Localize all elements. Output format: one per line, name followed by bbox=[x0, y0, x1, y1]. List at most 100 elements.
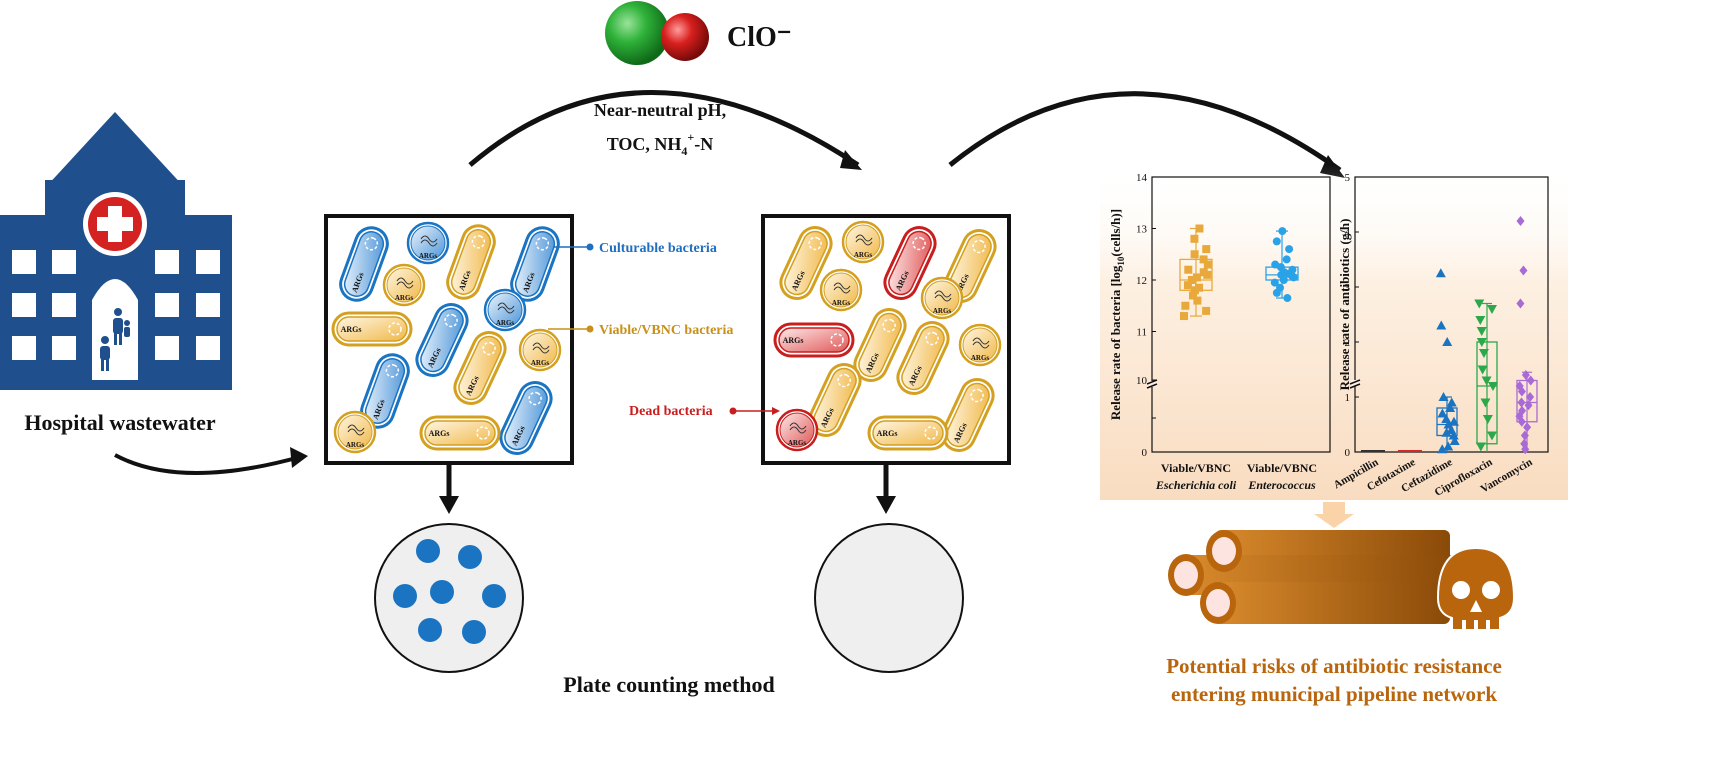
data-point bbox=[1199, 255, 1208, 264]
viable-coccus: ARGs bbox=[958, 323, 1002, 367]
dead-pointer-dot bbox=[729, 407, 737, 415]
treatment-arrow-head bbox=[840, 150, 862, 170]
plot-frame bbox=[1151, 176, 1331, 453]
viable-coccus: ARGs bbox=[333, 410, 377, 454]
args-label: ARGs bbox=[346, 441, 365, 449]
data-point bbox=[1446, 397, 1457, 407]
data-point bbox=[1278, 227, 1287, 236]
args-label: ARGs bbox=[877, 429, 898, 438]
skull-icon bbox=[1436, 546, 1516, 631]
risk-arrow bbox=[1314, 502, 1354, 528]
data-point bbox=[1276, 283, 1285, 292]
y-tick-label: 5 bbox=[1345, 172, 1351, 184]
culturable-rod: ARGs bbox=[510, 226, 560, 302]
data-point bbox=[1437, 444, 1448, 454]
box bbox=[1476, 341, 1498, 445]
viable-rod: ARGs bbox=[808, 363, 862, 437]
viable-coccus: ARGs bbox=[819, 268, 863, 312]
reagent-label: ClO⁻ bbox=[727, 22, 792, 53]
data-point bbox=[1486, 431, 1497, 441]
data-point bbox=[1283, 294, 1292, 303]
data-point bbox=[1441, 414, 1452, 423]
data-point bbox=[1481, 376, 1492, 386]
args-label: ARGs bbox=[854, 251, 873, 259]
data-point bbox=[1187, 276, 1196, 284]
data-point bbox=[1516, 216, 1525, 226]
data-point bbox=[1270, 278, 1279, 287]
data-point bbox=[1521, 370, 1530, 380]
viable-rod: ARGs bbox=[896, 321, 950, 395]
args-label: ARGs bbox=[395, 294, 414, 302]
data-point bbox=[1482, 415, 1493, 424]
data-point bbox=[1195, 224, 1204, 233]
data-point bbox=[1190, 250, 1199, 259]
data-point bbox=[1203, 260, 1212, 269]
data-point bbox=[1476, 327, 1487, 336]
viable-rod: ARGs bbox=[419, 415, 501, 451]
args-label: ARGs bbox=[832, 299, 851, 307]
data-point bbox=[1476, 338, 1487, 347]
axis-break bbox=[1147, 381, 1157, 387]
data-point bbox=[1180, 312, 1188, 321]
y-tick-label: 1 bbox=[1345, 392, 1351, 404]
viable-coccus: ARGs bbox=[841, 220, 885, 264]
culturable-coccus: ARGs bbox=[406, 221, 450, 265]
plate-arrow-2-head bbox=[876, 496, 896, 514]
risk-line1: Potential risks of antibiotic resistance bbox=[1166, 654, 1502, 678]
args-label: ARGs bbox=[783, 336, 804, 345]
petri-dish-with-colonies bbox=[374, 523, 524, 673]
axis-break bbox=[1349, 379, 1361, 385]
data-point bbox=[1523, 422, 1532, 433]
data-point bbox=[1478, 349, 1489, 358]
data-point bbox=[1475, 442, 1486, 452]
viable-coccus: ARGs bbox=[920, 276, 964, 320]
y-axis-label: Release rate of antibiotics (g/h) bbox=[1337, 219, 1352, 391]
viable-pointer-dot bbox=[586, 325, 594, 333]
box-series-3 bbox=[1474, 299, 1498, 452]
data-point bbox=[1181, 301, 1190, 310]
x-tick-label: Viable/VBNC bbox=[1161, 461, 1231, 475]
data-point bbox=[1520, 438, 1529, 449]
chart-panel bbox=[1100, 165, 1568, 500]
data-point bbox=[1520, 430, 1529, 441]
y-tick-label: 11 bbox=[1136, 327, 1147, 339]
pipeline-icon bbox=[1168, 530, 1455, 624]
hospital-icon bbox=[0, 112, 232, 390]
data-point bbox=[1526, 392, 1535, 402]
culturable-rod: ARGs bbox=[339, 226, 389, 302]
args-label: ARGs bbox=[419, 252, 438, 260]
data-point bbox=[1516, 298, 1525, 309]
data-point bbox=[1449, 436, 1460, 445]
args-label: ARGs bbox=[971, 354, 990, 362]
y-tick-label: 14 bbox=[1136, 172, 1148, 184]
dead-rod: ARGs bbox=[883, 226, 937, 300]
legend-dead: Dead bacteria bbox=[629, 404, 713, 419]
box-series-4 bbox=[1515, 216, 1538, 455]
data-point bbox=[1487, 382, 1498, 391]
data-point bbox=[1202, 306, 1211, 315]
y-tick-label: 13 bbox=[1136, 224, 1148, 236]
legend-viable: Viable/VBNC bacteria bbox=[599, 323, 733, 338]
dead-coccus: ARGs bbox=[775, 408, 819, 452]
args-label: ARGs bbox=[933, 307, 952, 315]
data-point bbox=[1183, 281, 1192, 290]
y-axis-label: Release rate of bacteria [log10(cells/h)… bbox=[1108, 209, 1126, 420]
legend-culturable: Culturable bacteria bbox=[599, 241, 717, 256]
data-point bbox=[1288, 265, 1297, 274]
viable-rod: ARGs bbox=[453, 331, 507, 405]
args-label: ARGs bbox=[531, 359, 550, 367]
plot-frame bbox=[1354, 176, 1549, 453]
plate-arrow-1-head bbox=[439, 496, 459, 514]
data-point bbox=[1448, 416, 1459, 426]
y-tick-label: 3 bbox=[1345, 282, 1351, 294]
data-point bbox=[1184, 265, 1193, 274]
data-point bbox=[1515, 381, 1524, 391]
conditions-line2: TOC, NH4+-N bbox=[607, 130, 714, 158]
inflow-arrow bbox=[114, 453, 301, 475]
data-point bbox=[1437, 408, 1448, 418]
petri-dish-empty bbox=[814, 523, 964, 673]
data-point bbox=[1486, 305, 1497, 314]
y-tick-label: 4 bbox=[1345, 227, 1351, 239]
